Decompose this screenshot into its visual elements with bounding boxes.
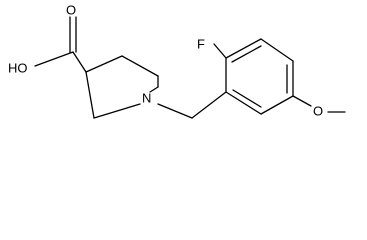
bond-ar-o xyxy=(292,95,312,107)
atom-label-carbonyl-o: O xyxy=(66,3,76,18)
bond-c-oh xyxy=(34,51,74,67)
bond-ar2-ar3 xyxy=(225,38,262,59)
bond-ch2-aryl xyxy=(191,91,227,119)
atom-label-methoxy-o: O xyxy=(313,104,323,119)
bond-c5-c4 xyxy=(85,55,123,73)
bond-n-ch2 xyxy=(157,103,193,119)
bond-ar6-ar1 xyxy=(225,91,262,115)
carboxylic-acid-group xyxy=(34,16,87,73)
bond-c6-c5 xyxy=(85,71,95,119)
bond-n-c6 xyxy=(93,103,141,119)
bond-ar2-ar3-inner xyxy=(231,45,262,63)
bond-ar5-ar6 xyxy=(260,95,294,115)
bond-ar6-ar1-inner xyxy=(232,89,262,108)
molecule-structure: HO O N F O xyxy=(8,3,346,119)
piperidine-ring xyxy=(85,55,159,119)
bond-ar-f xyxy=(213,43,227,59)
bond-c4-c3 xyxy=(121,55,159,77)
bond-c4-ccooh xyxy=(72,51,87,73)
atom-label-n: N xyxy=(142,91,151,106)
atom-label-f: F xyxy=(197,37,205,52)
benzene-ring xyxy=(225,38,294,115)
bond-ar3-ar4 xyxy=(260,38,294,62)
atom-label-ho: HO xyxy=(8,61,28,76)
bond-c2-n xyxy=(149,86,159,93)
